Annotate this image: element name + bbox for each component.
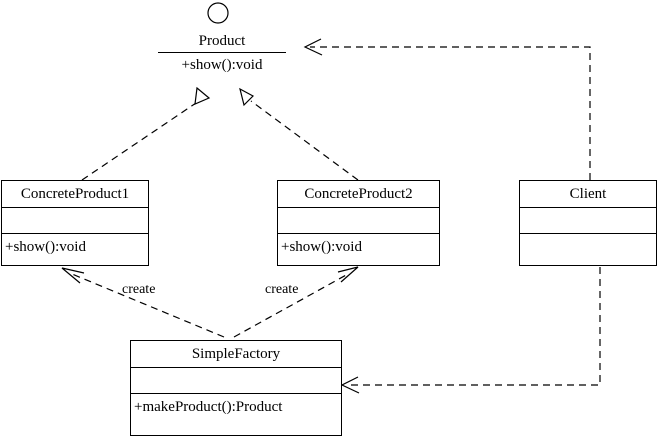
realization-concreteproduct1-to-product <box>81 86 211 181</box>
hollow-triangle-arrowhead-1 <box>194 86 211 105</box>
edge-label-create-left: create <box>122 282 156 297</box>
simplefactory-attributes <box>131 367 341 393</box>
dependency-client-to-product <box>303 38 591 180</box>
realization-line-1 <box>81 100 200 181</box>
open-arrowhead-create-left <box>61 267 85 284</box>
simplefactory-name: SimpleFactory <box>191 346 281 362</box>
class-box-concreteproduct1[interactable]: ConcreteProduct1 +show():void <box>1 180 149 266</box>
realization-concreteproduct2-to-product <box>239 87 359 181</box>
concreteproduct1-attributes <box>2 207 148 233</box>
interface-product[interactable]: Product +show():void <box>158 30 286 77</box>
concreteproduct2-attributes <box>278 207 439 233</box>
dependency-line-client-simplefactory <box>347 267 601 386</box>
concreteproduct2-methods: +show():void <box>278 233 439 260</box>
dependency-simplefactory-to-concreteproduct1 <box>61 267 225 338</box>
client-attributes <box>520 207 656 233</box>
concreteproduct2-name: ConcreteProduct2 <box>304 186 413 202</box>
open-arrowhead-client-product <box>303 38 323 56</box>
class-box-client[interactable]: Client <box>519 180 657 266</box>
interface-product-method: +show():void <box>181 57 263 73</box>
concreteproduct1-name: ConcreteProduct1 <box>20 186 130 202</box>
interface-product-name: Product <box>158 30 286 53</box>
realization-line-2 <box>250 100 359 181</box>
interface-lollipop-circle-icon <box>207 2 229 24</box>
open-arrowhead-client-simplefactory <box>340 376 360 394</box>
open-arrowhead-create-right <box>337 266 359 283</box>
hollow-triangle-arrowhead-2 <box>239 87 254 107</box>
simplefactory-methods: +makeProduct():Product <box>131 393 341 420</box>
concreteproduct1-methods: +show():void <box>2 233 148 260</box>
dependency-simplefactory-to-concreteproduct2 <box>233 266 359 338</box>
edge-label-create-right: create <box>265 282 299 297</box>
class-box-concreteproduct2[interactable]: ConcreteProduct2 +show():void <box>277 180 440 266</box>
client-methods <box>520 233 656 259</box>
dependency-line-create-left <box>71 273 225 338</box>
dependency-line-create-right <box>233 273 349 338</box>
dependency-client-to-simplefactory <box>340 267 601 394</box>
client-name: Client <box>569 186 607 202</box>
class-box-simplefactory[interactable]: SimpleFactory +makeProduct():Product <box>130 340 342 436</box>
dependency-line-client-product <box>310 46 591 180</box>
